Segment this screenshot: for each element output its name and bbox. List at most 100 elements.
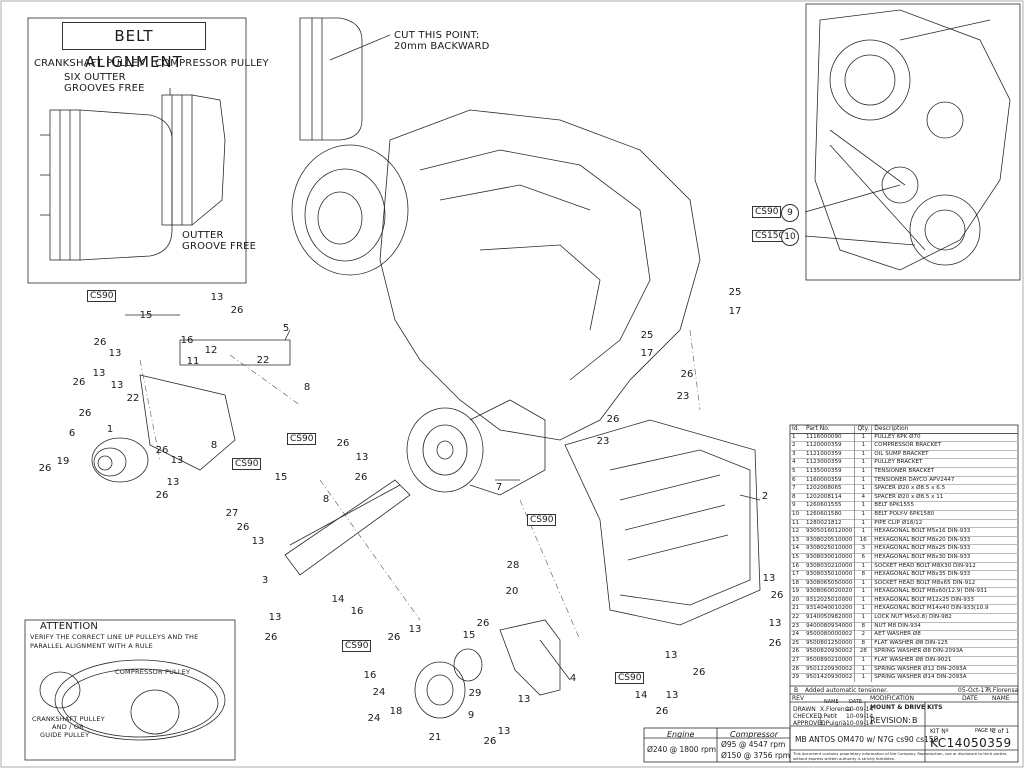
- callout-13: 13: [517, 694, 531, 705]
- part-number: 9308060020020: [804, 587, 855, 597]
- part-number: 1202008114: [804, 492, 855, 502]
- part-id: 15: [790, 552, 804, 562]
- callout-3: 3: [261, 575, 269, 586]
- part-id: 9: [790, 501, 804, 511]
- revision-header-rev: REV: [792, 695, 805, 702]
- part-description: HEXAGONAL BOLT M14x40 DIN-933(10.9: [871, 604, 1018, 614]
- part-description: HEXAGONAL BOLT M8x30 DIN-933: [871, 552, 1018, 562]
- name-header: NAME: [824, 699, 839, 705]
- drawn-label: DRAWN: [793, 706, 816, 713]
- callout-29: 29: [468, 688, 482, 699]
- callout-23: 23: [676, 391, 690, 402]
- callout-4: 4: [569, 673, 577, 684]
- part-id: 29: [790, 673, 804, 682]
- part-number: 1120000359: [804, 441, 855, 451]
- cut-note-line2: 20mm BACKWARD: [394, 41, 490, 52]
- callout-11: 11: [186, 356, 200, 367]
- six-outer-grooves-note-1: SIX OUTTER: [64, 72, 126, 83]
- part-number: 9500080000002: [804, 630, 855, 640]
- part-number: 1123000359: [804, 458, 855, 468]
- part-qty: 1: [854, 475, 873, 485]
- callout-2: 2: [761, 491, 769, 502]
- engine-header: Engine: [667, 730, 695, 739]
- inset-callout-10: 10: [781, 228, 799, 246]
- part-qty: 1: [854, 673, 873, 682]
- callout-26: 26: [476, 618, 490, 629]
- cut-note-line1: CUT THIS POINT:: [394, 30, 480, 41]
- part-id: 7: [790, 484, 804, 494]
- page-value: 1 of 1: [992, 728, 1010, 735]
- part-number: 9308030010000: [804, 552, 855, 562]
- outer-groove-note-1: OUTTER: [182, 230, 224, 241]
- callout-24: 24: [367, 713, 381, 724]
- part-description: HEXAGONAL BOLT M5x16 DIN-933: [871, 527, 1018, 537]
- callout-15: 15: [462, 630, 476, 641]
- part-id: 27: [790, 656, 804, 666]
- callout-15: 15: [274, 472, 288, 483]
- part-qty: 1: [854, 484, 873, 494]
- part-description: SOCKET HEAD BOLT M8x65 DIN-912: [871, 578, 1018, 588]
- part-id: 8: [790, 492, 804, 502]
- six-outer-grooves-note-2: GROOVES FREE: [64, 83, 145, 94]
- callout-1: 1: [106, 424, 114, 435]
- cs90-tag: CS90: [527, 514, 557, 526]
- revision-header-mod: MODIFICATION: [870, 695, 914, 702]
- callout-26: 26: [264, 632, 278, 643]
- compressor-rpm-2: Ø150 @ 3756 rpm: [721, 751, 791, 760]
- callout-8: 8: [303, 382, 311, 393]
- callout-13: 13: [408, 624, 422, 635]
- part-qty: 1: [854, 449, 873, 459]
- part-number: 9305016012000: [804, 527, 855, 537]
- part-id: 14: [790, 544, 804, 554]
- part-number: 9140050982000: [804, 613, 855, 623]
- part-number: 9308030210000: [804, 561, 855, 571]
- callout-8: 8: [322, 494, 330, 505]
- part-description: HEXAGONAL BOLT M8x35 DIN-933: [871, 570, 1018, 580]
- attention-line2: PARALLEL ALIGNMENT WITH A RULE: [30, 642, 153, 650]
- part-description: SPRING WASHER Ø12 DIN-2093A: [871, 664, 1018, 674]
- part-number: 9501420930002: [804, 673, 855, 682]
- callout-14: 14: [634, 690, 648, 701]
- part-description: PIPE CLIP Ø18/12: [871, 518, 1018, 528]
- part-description: PULLEY BRACKET: [871, 458, 1018, 468]
- part-id: 25: [790, 638, 804, 648]
- callout-16: 16: [350, 606, 364, 617]
- callout-6: 6: [68, 428, 76, 439]
- callout-26: 26: [230, 305, 244, 316]
- attention-crank-label-3: GUIDE PULLEY: [40, 731, 90, 739]
- part-description: SOCKET HEAD BOLT M8X30 DIN-912: [871, 561, 1018, 571]
- attention-title: ATTENTION: [40, 621, 99, 632]
- attention-crank-label-1: CRANKSHAFT PULLEY: [32, 715, 105, 723]
- callout-20: 20: [505, 586, 519, 597]
- revision-header-date: DATE: [962, 695, 978, 702]
- compressor-rpm-1: Ø95 @ 4547 rpm: [721, 740, 786, 749]
- checked-label: CHECKED: [793, 713, 823, 720]
- part-id: 12: [790, 527, 804, 537]
- attention-line1: VERIFY THE CORRECT LINE UP PULLEYS AND T…: [30, 633, 199, 641]
- part-qty: 16: [854, 535, 873, 545]
- callout-18: 18: [389, 706, 403, 717]
- callout-17: 17: [728, 306, 742, 317]
- part-qty: 1: [854, 432, 873, 442]
- callout-26: 26: [768, 638, 782, 649]
- part-qty: 1: [854, 466, 873, 477]
- part-id: 5: [790, 466, 804, 477]
- part-id: 11: [790, 518, 804, 528]
- approved-name: E.Puigrià: [820, 720, 847, 727]
- part-qty: 2: [854, 630, 873, 640]
- col-description: Description: [871, 425, 1018, 434]
- part-id: 19: [790, 587, 804, 597]
- callout-27: 27: [225, 508, 239, 519]
- callout-13: 13: [762, 573, 776, 584]
